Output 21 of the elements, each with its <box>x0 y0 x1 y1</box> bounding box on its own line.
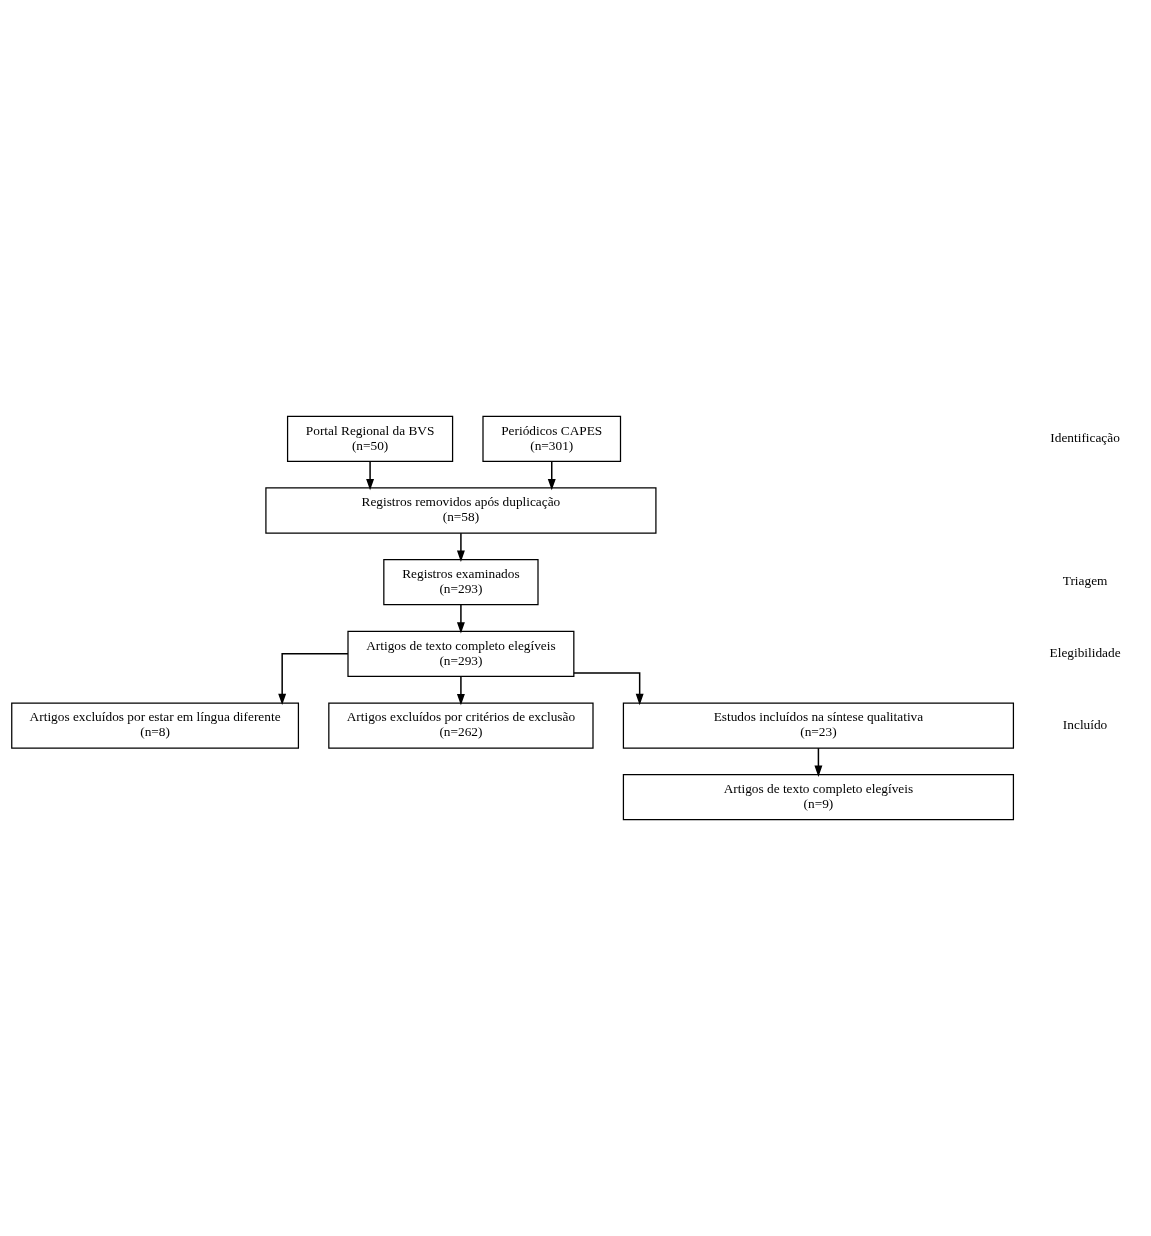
node-box: Estudos incluídos na síntese qualitativa (n=23) <box>622 702 1015 749</box>
arrow <box>456 532 465 562</box>
arrow <box>814 747 823 777</box>
arrow <box>573 672 644 706</box>
node-box: Periódicos CAPES (n=301) <box>482 415 622 462</box>
node-box: Artigos de texto completo elegíveis (n=293) <box>347 630 575 677</box>
node-box: Artigos excluídos por estar em língua diferente (n=8) <box>11 702 300 749</box>
label: Triagem <box>1062 573 1108 589</box>
label: Incluído <box>1062 716 1108 732</box>
arrow <box>547 460 556 491</box>
node-box: Artigos de texto completo elegíveis (n=9) <box>622 774 1015 821</box>
arrow <box>456 604 465 634</box>
arrow <box>278 653 349 706</box>
node-box: Registros examinados (n=293) <box>383 559 539 606</box>
node-box: Registros removidos após duplicação (n=58) <box>265 487 657 534</box>
arrow <box>456 675 465 706</box>
node-box: Artigos excluídos por critérios de exclusão (n=262) <box>328 702 594 749</box>
arrow <box>366 460 375 491</box>
node-box: Portal Regional da BVS (n=50) <box>286 415 454 462</box>
label: Identificação <box>1050 430 1120 445</box>
label: Elegibilidade <box>1049 645 1121 660</box>
